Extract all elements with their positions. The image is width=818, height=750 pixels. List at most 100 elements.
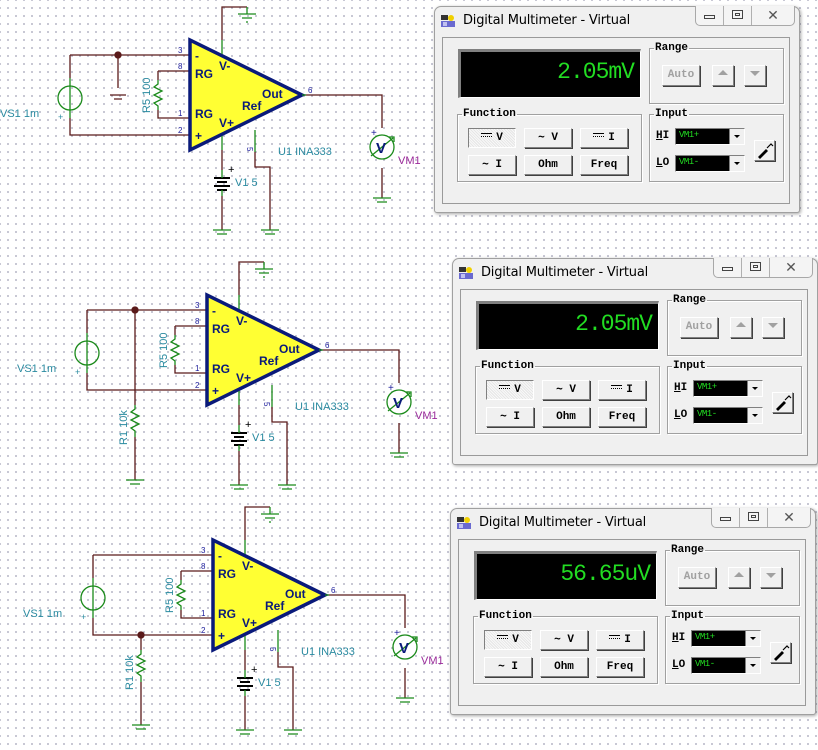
dc-current-button[interactable]: I	[596, 630, 644, 650]
probe-icon	[758, 143, 774, 159]
minimize-button[interactable]	[696, 6, 724, 25]
ohm-button[interactable]: Ohm	[524, 155, 572, 175]
dropdown-arrow-icon[interactable]	[729, 129, 744, 144]
dc-icon	[497, 635, 509, 641]
ohm-button[interactable]: Ohm	[540, 657, 588, 677]
range-down-button[interactable]	[762, 317, 784, 338]
minimize-button[interactable]	[712, 508, 740, 527]
dc-voltage-button[interactable]: V	[468, 128, 516, 148]
ground-icon	[261, 507, 279, 523]
svg-text:V: V	[376, 140, 386, 157]
gain-resistor-label: R5 100	[164, 578, 176, 613]
dc-voltage-button[interactable]: V	[484, 630, 532, 650]
ground-icon	[236, 729, 254, 735]
close-button[interactable]: ✕	[752, 6, 794, 25]
dc-voltage-button[interactable]: V	[486, 380, 534, 400]
maximize-button[interactable]	[724, 6, 752, 25]
lo-input-select[interactable]: VM1-	[675, 155, 745, 172]
maximize-button[interactable]	[740, 508, 768, 527]
close-icon: ✕	[785, 259, 797, 275]
ac-voltage-button[interactable]: ∼ V	[540, 630, 588, 650]
ac-voltage-button[interactable]: ∼ V	[542, 380, 590, 400]
probe-button[interactable]	[754, 140, 775, 161]
dropdown-arrow-icon[interactable]	[747, 381, 762, 396]
probe-button[interactable]	[770, 642, 791, 663]
svg-text:+: +	[394, 628, 400, 639]
meter-reading: 2.05mV	[557, 59, 635, 85]
title-bar[interactable]: Digital Multimeter - Virtual ✕	[451, 508, 815, 537]
ac-current-button[interactable]: ∼ I	[486, 407, 534, 427]
dc-current-button[interactable]: I	[598, 380, 646, 400]
wire-source-bottom	[92, 618, 213, 636]
minimize-button[interactable]	[714, 258, 742, 277]
multimeter-window-1[interactable]: Digital Multimeter - Virtual ✕ 2.05mV Ra…	[434, 6, 800, 213]
meter-label: VM1	[415, 410, 438, 422]
input-label: Input	[671, 610, 705, 622]
wire-junction-ground	[110, 55, 126, 100]
dc-current-button[interactable]: I	[580, 128, 628, 148]
opamp-vplus-label: V+	[219, 116, 234, 130]
extra-resistor-label: R1 10k	[118, 410, 130, 445]
opamp-vminus-label: V-	[219, 59, 230, 73]
close-button[interactable]: ✕	[768, 508, 810, 527]
amplifier-label: U1 INA333	[278, 146, 332, 158]
voltage-source-icon	[80, 578, 106, 618]
hi-input-select[interactable]: VM1+	[675, 128, 745, 145]
gain-resistor-icon	[175, 580, 187, 610]
range-up-button[interactable]	[712, 65, 734, 86]
pin-number: 5	[268, 647, 277, 652]
maximize-button[interactable]	[742, 258, 770, 277]
lo-input-select[interactable]: VM1-	[691, 657, 761, 674]
title-bar[interactable]: Digital Multimeter - Virtual ✕	[435, 6, 799, 35]
ohm-button[interactable]: Ohm	[542, 407, 590, 427]
wire-output	[321, 349, 400, 383]
opamp-rg1-label: RG	[218, 567, 236, 581]
freq-button[interactable]: Freq	[580, 155, 628, 175]
ac-current-button[interactable]: ∼ I	[468, 155, 516, 175]
pin-number: 3	[178, 46, 183, 55]
multimeter-window-2[interactable]: Digital Multimeter - Virtual ✕ 2.05mV Ra…	[452, 258, 818, 465]
range-down-button[interactable]	[760, 567, 782, 588]
hi-input-select[interactable]: VM1+	[693, 380, 763, 397]
wire-vminus	[244, 506, 270, 540]
probe-button[interactable]	[772, 392, 793, 413]
ground-icon	[284, 729, 302, 735]
ac-voltage-button[interactable]: ∼ V	[524, 128, 572, 148]
lo-input-select[interactable]: VM1-	[693, 407, 763, 424]
schematic-circuit-1: + V + - + RG RG V- V+ Ref Out 3 8 1 2 6	[0, 0, 450, 250]
meter-reading: 2.05mV	[575, 311, 653, 337]
minimize-icon	[704, 15, 715, 19]
range-up-button[interactable]	[728, 567, 750, 588]
wire-ref	[271, 407, 288, 485]
auto-range-button[interactable]: Auto	[662, 65, 700, 86]
freq-button[interactable]: Freq	[598, 407, 646, 427]
pin-number: 1	[195, 364, 200, 373]
dropdown-arrow-icon[interactable]	[745, 658, 760, 673]
probe-icon	[774, 645, 790, 661]
multimeter-window-3[interactable]: Digital Multimeter - Virtual ✕ 56.65uV R…	[450, 508, 816, 715]
dropdown-arrow-icon[interactable]	[747, 408, 762, 423]
input-label: Input	[673, 360, 707, 372]
meter-label: VM1	[398, 155, 421, 167]
title-bar[interactable]: Digital Multimeter - Virtual ✕	[453, 258, 817, 287]
auto-range-button[interactable]: Auto	[680, 317, 718, 338]
dropdown-arrow-icon[interactable]	[729, 156, 744, 171]
close-button[interactable]: ✕	[770, 258, 812, 277]
range-up-button[interactable]	[730, 317, 752, 338]
range-down-button[interactable]	[744, 65, 766, 86]
range-group: Range Auto	[667, 294, 802, 356]
hi-input-value: VM1+	[679, 130, 699, 140]
ac-current-button[interactable]: ∼ I	[484, 657, 532, 677]
window-title: Digital Multimeter - Virtual	[479, 515, 647, 530]
hi-input-value: VM1+	[695, 632, 715, 642]
extra-resistor-icon	[129, 405, 141, 437]
opamp-minus-label: -	[218, 549, 222, 563]
arrow-up-icon	[736, 322, 746, 328]
function-group: Function V ∼ V I ∼ I Ohm Freq	[457, 108, 642, 182]
auto-range-button[interactable]: Auto	[678, 567, 716, 588]
dropdown-arrow-icon[interactable]	[745, 631, 760, 646]
hi-input-select[interactable]: VM1+	[691, 630, 761, 647]
probe-icon	[776, 395, 792, 411]
lo-input-value: VM1-	[695, 659, 715, 669]
freq-button[interactable]: Freq	[596, 657, 644, 677]
